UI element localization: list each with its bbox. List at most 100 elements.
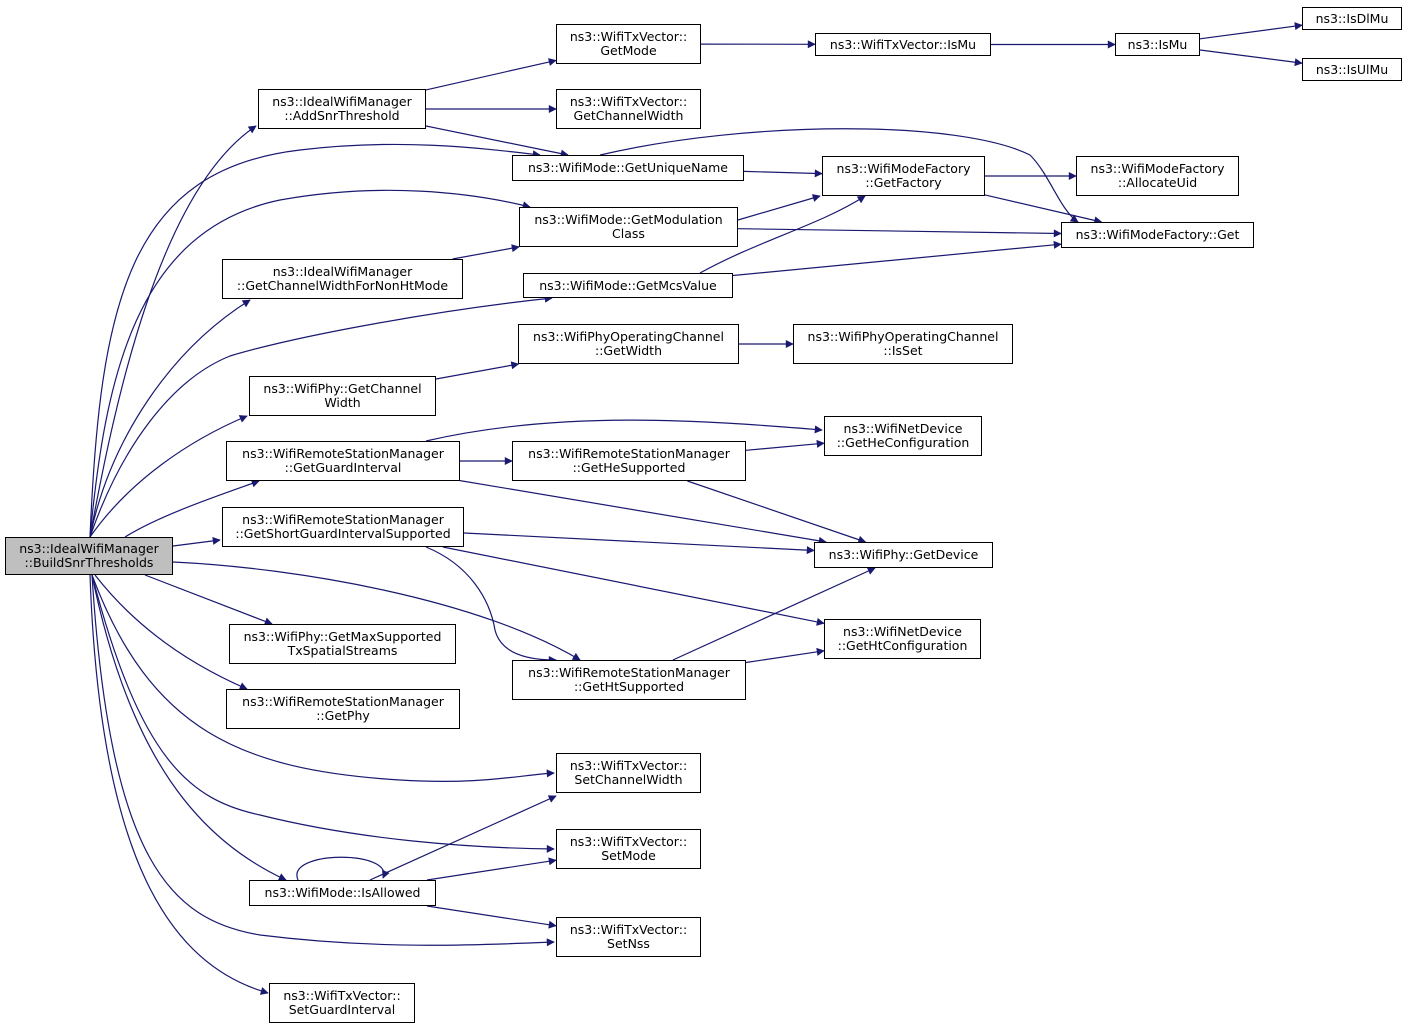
edge-is-allowed-to-set-nss <box>426 905 557 929</box>
edge-build-snr-thresholds-to-set-channel-width <box>91 574 555 782</box>
edge-get-ht-supported-to-get-ht-configuration <box>745 647 825 664</box>
node-label-line: ns3::IsMu <box>1127 36 1188 52</box>
node-label-line: ns3::WifiModeFactory <box>836 161 971 176</box>
edge-build-snr-thresholds-to-set-guard-interval <box>89 574 269 995</box>
node-label-line: ns3::WifiTxVector::IsMu <box>829 36 977 52</box>
edge-get-unique-name-to-factory-get <box>599 128 1079 223</box>
edge-get-channel-width-for-non-ht-mode-to-get-modulation-class <box>452 244 520 260</box>
edge-build-snr-thresholds-to-set-nss <box>91 574 555 947</box>
edge-is-mu-to-is-dl-mu <box>1199 22 1303 40</box>
node-get-phy[interactable]: ns3::WifiRemoteStationManager::GetPhy <box>226 689 460 729</box>
node-label-line: ns3::WifiNetDevice <box>843 421 963 436</box>
node-set-guard-interval[interactable]: ns3::WifiTxVector::SetGuardInterval <box>269 983 415 1023</box>
node-label-line: ns3::WifiRemoteStationManager <box>528 446 730 461</box>
edge-build-snr-thresholds-to-get-short-guard-interval-supported <box>172 536 221 547</box>
node-label-line: ns3::WifiPhyOperatingChannel <box>533 329 724 344</box>
edge-get-unique-name-to-get-factory <box>743 169 823 178</box>
node-tx-get-channel-width[interactable]: ns3::WifiTxVector::GetChannelWidth <box>556 89 701 129</box>
edge-build-snr-thresholds-to-add-snr-threshold <box>89 125 257 538</box>
edge-get-ht-supported-to-phy-get-device <box>672 567 876 661</box>
node-label-line: ::GetHeConfiguration <box>836 435 970 450</box>
node-tx-is-mu[interactable]: ns3::WifiTxVector::IsMu <box>815 33 991 56</box>
node-set-channel-width[interactable]: ns3::WifiTxVector::SetChannelWidth <box>556 753 701 793</box>
node-get-ht-configuration[interactable]: ns3::WifiNetDevice::GetHtConfiguration <box>824 619 981 659</box>
node-label-line: ns3::WifiMode::IsAllowed <box>264 885 421 900</box>
edge-add-snr-threshold-to-tx-get-mode <box>425 58 557 91</box>
node-get-short-guard-interval-supported[interactable]: ns3::WifiRemoteStationManager::GetShortG… <box>222 507 464 547</box>
edge-get-he-supported-to-phy-get-device <box>687 480 867 544</box>
node-get-ht-supported[interactable]: ns3::WifiRemoteStationManager::GetHtSupp… <box>512 660 746 700</box>
node-tx-get-mode[interactable]: ns3::WifiTxVector::GetMode <box>556 24 701 64</box>
node-label-line: ns3::WifiRemoteStationManager <box>528 665 730 680</box>
node-build-snr-thresholds: ns3::IdealWifiManager::BuildSnrThreshold… <box>5 537 173 575</box>
node-label-line: ::BuildSnrThresholds <box>24 555 154 570</box>
edge-get-factory-to-factory-get <box>984 194 1103 225</box>
node-label-line: SetMode <box>601 848 656 863</box>
node-label-line: ns3::WifiMode::GetUniqueName <box>528 160 728 175</box>
node-label-line: ns3::WifiTxVector:: <box>569 922 688 937</box>
edge-build-snr-thresholds-to-set-mode <box>91 574 555 853</box>
node-label-line: ns3::IdealWifiManager <box>272 94 412 109</box>
node-allocate-uid[interactable]: ns3::WifiModeFactory::AllocateUid <box>1076 156 1239 196</box>
edge-build-snr-thresholds-to-get-phy <box>94 574 248 690</box>
node-label-line: ::AllocateUid <box>1117 175 1198 190</box>
node-label-line: ::GetHeSupported <box>572 460 686 475</box>
node-get-unique-name[interactable]: ns3::WifiMode::GetUniqueName <box>512 155 744 181</box>
edge-add-snr-threshold-to-get-unique-name <box>425 125 569 158</box>
node-label-line: ::IsSet <box>883 343 923 358</box>
node-get-guard-interval[interactable]: ns3::WifiRemoteStationManager::GetGuardI… <box>226 441 460 481</box>
edge-is-allowed-to-set-channel-width <box>369 795 557 881</box>
edge-get-guard-interval-to-get-he-configuration <box>425 419 823 442</box>
node-label-line: GetMode <box>600 43 657 58</box>
node-get-he-supported[interactable]: ns3::WifiRemoteStationManager::GetHeSupp… <box>512 441 746 481</box>
edge-build-snr-thresholds-to-get-modulation-class <box>89 189 531 538</box>
node-set-mode[interactable]: ns3::WifiTxVector::SetMode <box>556 829 701 869</box>
edge-get-modulation-class-to-get-factory <box>737 194 821 221</box>
node-label-line: ns3::IdealWifiManager <box>272 264 413 279</box>
node-label-line: ns3::WifiMode::GetMcsValue <box>539 277 717 293</box>
node-label-line: ::GetGuardInterval <box>284 460 402 475</box>
node-phy-get-device[interactable]: ns3::WifiPhy::GetDevice <box>814 542 993 568</box>
node-is-dl-mu[interactable]: ns3::IsDlMu <box>1302 7 1402 30</box>
node-get-factory[interactable]: ns3::WifiModeFactory::GetFactory <box>822 156 985 196</box>
node-label-line: ::GetHtSupported <box>573 679 685 694</box>
node-label-line: ns3::WifiTxVector:: <box>569 94 688 109</box>
node-label-line: ns3::IsDlMu <box>1315 10 1389 26</box>
node-label-line: ns3::WifiPhyOperatingChannel <box>807 329 999 344</box>
node-is-mu[interactable]: ns3::IsMu <box>1115 33 1200 56</box>
node-factory-get[interactable]: ns3::WifiModeFactory::Get <box>1061 222 1254 248</box>
node-label-line: ::GetWidth <box>594 343 663 358</box>
node-label-line: ns3::IsUlMu <box>1315 61 1389 77</box>
node-is-ul-mu[interactable]: ns3::IsUlMu <box>1302 58 1402 81</box>
edge-build-snr-thresholds-to-is-allowed <box>91 574 287 881</box>
node-get-he-configuration[interactable]: ns3::WifiNetDevice::GetHeConfiguration <box>824 416 982 456</box>
node-label-line: SetNss <box>607 936 650 951</box>
edge-get-mcs-value-to-get-factory <box>699 195 866 274</box>
node-add-snr-threshold[interactable]: ns3::IdealWifiManager::AddSnrThreshold <box>258 89 426 129</box>
node-is-allowed[interactable]: ns3::WifiMode::IsAllowed <box>249 880 436 906</box>
node-label-line: ns3::WifiMode::GetModulation <box>534 212 723 227</box>
node-op-chan-get-width[interactable]: ns3::WifiPhyOperatingChannel::GetWidth <box>518 324 739 364</box>
node-label-line: Class <box>612 226 645 241</box>
node-label-line: ns3::WifiRemoteStationManager <box>242 512 444 527</box>
node-label-line: ::AddSnrThreshold <box>284 108 400 123</box>
edge-build-snr-thresholds-to-get-mcs-value <box>89 294 553 538</box>
node-label-line: GetChannelWidth <box>573 108 684 123</box>
node-label-line: ::GetChannelWidthForNonHtMode <box>236 278 449 293</box>
node-label-line: ::GetHtConfiguration <box>837 638 968 653</box>
edge-get-guard-interval-to-phy-get-device <box>459 480 827 545</box>
node-label-line: ns3::WifiPhy::GetMaxSupported <box>243 629 442 644</box>
node-set-nss[interactable]: ns3::WifiTxVector::SetNss <box>556 917 701 957</box>
node-get-mcs-value[interactable]: ns3::WifiMode::GetMcsValue <box>523 273 733 298</box>
edge-get-mcs-value-to-factory-get <box>732 240 1062 277</box>
node-label-line: SetGuardInterval <box>288 1002 396 1017</box>
edge-is-mu-to-is-ul-mu <box>1199 49 1303 67</box>
node-label-line: ns3::WifiTxVector:: <box>283 988 401 1003</box>
node-get-channel-width-for-non-ht-mode[interactable]: ns3::IdealWifiManager::GetChannelWidthFo… <box>222 259 463 299</box>
node-op-chan-is-set[interactable]: ns3::WifiPhyOperatingChannel::IsSet <box>793 324 1013 364</box>
